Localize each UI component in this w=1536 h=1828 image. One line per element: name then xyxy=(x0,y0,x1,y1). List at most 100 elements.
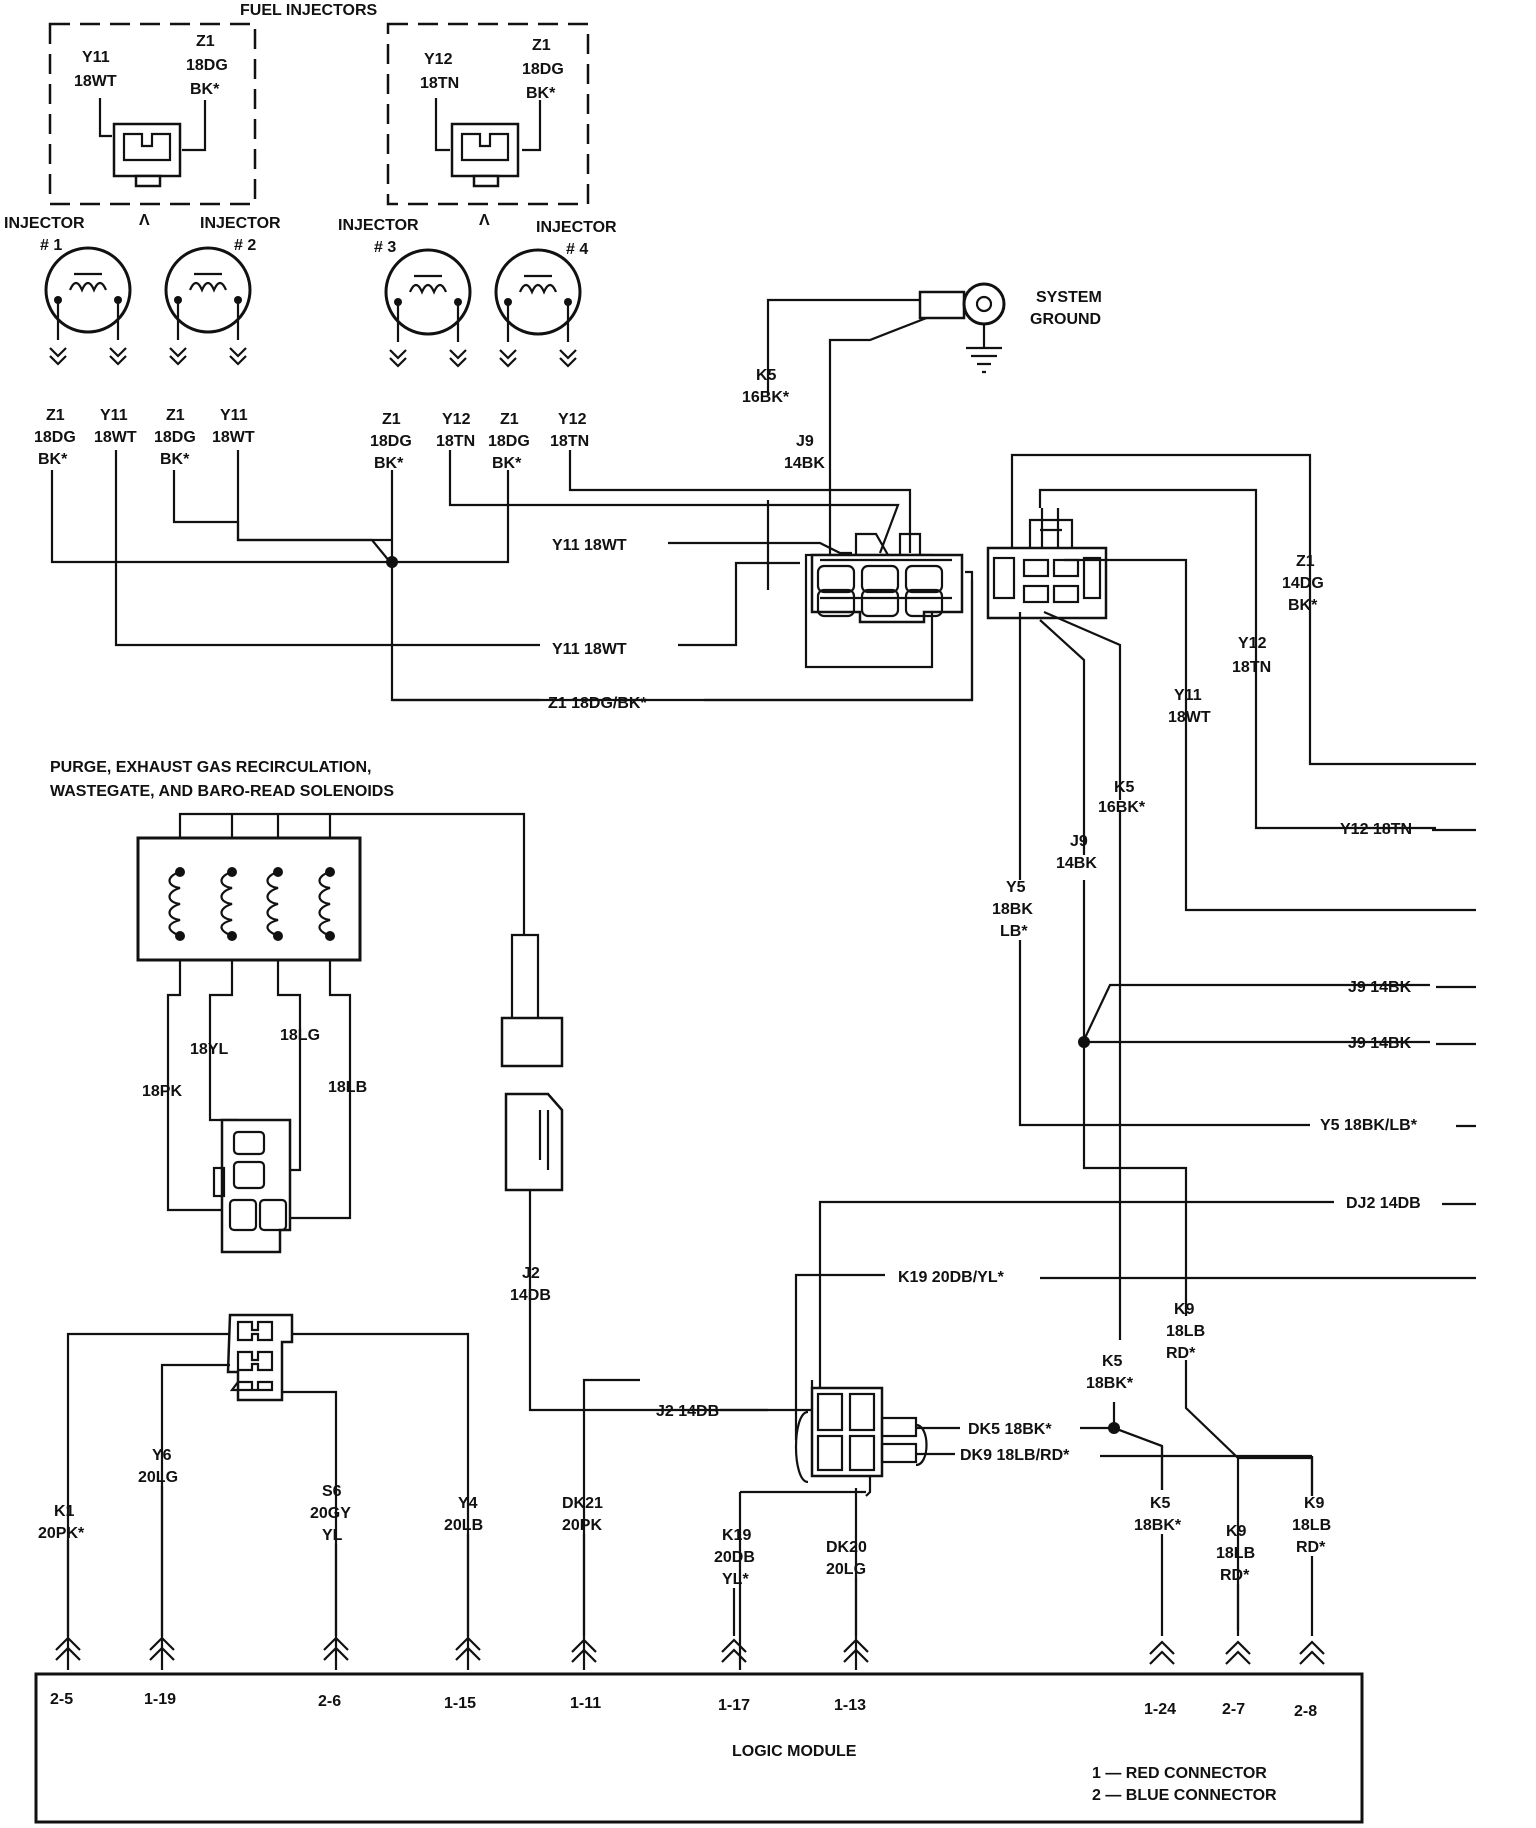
wire-y4-code: Y4 xyxy=(458,1495,478,1512)
solenoid-pack-body xyxy=(136,836,362,962)
inj3-y12-code: Y12 xyxy=(442,411,471,428)
inj1-z1-code: Z1 xyxy=(46,407,65,424)
k9-upper-spec: 18LB xyxy=(1166,1323,1205,1340)
right-y11-spec: 18WT xyxy=(1168,709,1211,726)
inj4-z1-color: BK* xyxy=(492,455,522,472)
wire-k5-spec: 18BK* xyxy=(1134,1517,1182,1534)
fuel-injectors-title: FUEL INJECTORS xyxy=(240,2,378,19)
right-harness-wires xyxy=(794,453,1476,1630)
wire-k19-color: YL* xyxy=(722,1571,749,1588)
inj2-y11-code: Y11 xyxy=(220,407,248,424)
j2-code: J2 xyxy=(522,1265,540,1282)
wire-y4-spec: 20LB xyxy=(444,1517,483,1534)
solenoid-wire-lg: 18LG xyxy=(280,1027,320,1044)
wire-y6-spec: 20LG xyxy=(138,1469,178,1486)
lower-left-connector xyxy=(66,1313,470,1670)
wire-s6-color: YL xyxy=(322,1527,343,1544)
left-connector-arrow: Λ xyxy=(139,212,150,229)
solenoid-connector-icon xyxy=(212,1118,292,1254)
wire-k9a-color: RD* xyxy=(1220,1567,1250,1584)
right-k5-code: K5 xyxy=(1114,779,1135,796)
injector-4-label: INJECTOR xyxy=(536,219,617,236)
solenoids-section: PURGE, EXHAUST GAS RECIRCULATION, WASTEG… xyxy=(50,759,760,1412)
injector-4-icon xyxy=(494,248,582,342)
inj1-y11-spec: 18WT xyxy=(94,429,137,446)
pin-1-19: 1-19 xyxy=(144,1691,176,1708)
injector-3-label: INJECTOR xyxy=(338,217,419,234)
right-conn-wire-b-code: Z1 xyxy=(532,37,551,54)
solenoid-wire-lb: 18LB xyxy=(328,1079,367,1096)
injector-terminal-chevrons xyxy=(49,347,577,368)
right-y12-spec: 18TN xyxy=(1232,659,1271,676)
left-conn-wire-b-spec: 18DG xyxy=(186,57,228,74)
right-z1-spec: 14DG xyxy=(1282,575,1324,592)
k5-ground-code: K5 xyxy=(756,367,777,384)
pin-2-6: 2-6 xyxy=(318,1693,341,1710)
wire-s6-code: S6 xyxy=(322,1483,342,1500)
pin-1-11: 1-11 xyxy=(570,1695,601,1712)
wire-k1-spec: 20PK* xyxy=(38,1525,85,1542)
right-z1-color: BK* xyxy=(1288,597,1318,614)
right-conn-wire-a-spec: 18TN xyxy=(420,75,459,92)
wire-k19-code: K19 xyxy=(722,1527,751,1544)
wire-dk21-spec: 20PK xyxy=(562,1517,602,1534)
injector-1-label: INJECTOR xyxy=(4,215,85,232)
j2-spec: 14DB xyxy=(510,1287,551,1304)
fuel-injectors-section: FUEL INJECTORS Y11 18WT Z1 18DG BK* Y12 … xyxy=(48,2,590,229)
k9-upper-color: RD* xyxy=(1166,1345,1196,1362)
inj3-z1-color: BK* xyxy=(374,455,404,472)
inj3-y12-spec: 18TN xyxy=(436,433,475,450)
injector-2-icon xyxy=(164,246,252,340)
wire-k9b-color: RD* xyxy=(1296,1539,1326,1556)
right-j9-code: J9 xyxy=(1070,833,1088,850)
k5-mid-code: K5 xyxy=(1102,1353,1123,1370)
inj4-y12-spec: 18TN xyxy=(550,433,589,450)
system-ground-icon xyxy=(918,282,1006,374)
pin-2-5: 2-5 xyxy=(50,1691,73,1708)
j9-ground-code: J9 xyxy=(796,433,814,450)
left-conn-wire-b-code: Z1 xyxy=(196,33,215,50)
wire-k19-spec: 20DB xyxy=(714,1549,755,1566)
j2-link-label: J2 14DB xyxy=(656,1403,719,1420)
module-wire-drops xyxy=(66,1446,1314,1636)
left-conn-wire-a-code: Y11 xyxy=(82,49,110,66)
injectors: INJECTOR # 1 INJECTOR # 2 INJECTOR # 3 I… xyxy=(4,215,617,472)
injector-connector-box-right xyxy=(386,22,590,206)
j2-connector-icon xyxy=(500,933,760,1412)
wire-dk20-code: DK20 xyxy=(826,1539,867,1556)
right-y12-code: Y12 xyxy=(1238,635,1267,652)
logic-module: 2-5 1-19 2-6 1-15 1-11 1-17 1-13 1-24 2-… xyxy=(34,1672,1364,1824)
dk5-label: DK5 18BK* xyxy=(968,1421,1052,1438)
solenoids-title-line2: WASTEGATE, AND BARO-READ SOLENOIDS xyxy=(50,783,394,800)
j9-ground-spec: 14BK xyxy=(784,455,825,472)
right-y5-color: LB* xyxy=(1000,923,1028,940)
legend-blue-connector: 2 — BLUE CONNECTOR xyxy=(1092,1787,1277,1804)
system-ground-line1: SYSTEM xyxy=(1036,289,1102,306)
solenoids-title-line1: PURGE, EXHAUST GAS RECIRCULATION, xyxy=(50,759,372,776)
wire-k5-code: K5 xyxy=(1150,1495,1171,1512)
injector-2-label: INJECTOR xyxy=(200,215,281,232)
injector-4-number: # 4 xyxy=(566,241,588,258)
edge-label-y5: Y5 18BK/LB* xyxy=(1320,1117,1418,1134)
right-k5-spec: 16BK* xyxy=(1098,799,1146,816)
inj2-z1-spec: 18DG xyxy=(154,429,196,446)
wire-k9a-spec: 18LB xyxy=(1216,1545,1255,1562)
pin-1-13: 1-13 xyxy=(834,1697,866,1714)
inj3-z1-code: Z1 xyxy=(382,411,401,428)
injector-connector-box-left xyxy=(48,22,257,206)
pin-2-7: 2-7 xyxy=(1222,1701,1245,1718)
right-z1-code: Z1 xyxy=(1296,553,1315,570)
wire-k1-code: K1 xyxy=(54,1503,75,1520)
wire-k9a-code: K9 xyxy=(1226,1523,1247,1540)
inj4-y12-code: Y12 xyxy=(558,411,587,428)
pin-1-24: 1-24 xyxy=(1144,1701,1176,1718)
edge-label-dj2: DJ2 14DB xyxy=(1346,1195,1421,1212)
solenoid-wire-yl: 18YL xyxy=(190,1041,228,1058)
z1-bottom-label: Z1 18DG/BK* xyxy=(548,695,647,712)
logic-module-label: LOGIC MODULE xyxy=(732,1743,857,1760)
injector-1-number: # 1 xyxy=(40,237,62,254)
inj2-z1-code: Z1 xyxy=(166,407,185,424)
right-conn-wire-a-code: Y12 xyxy=(424,51,453,68)
inj4-z1-code: Z1 xyxy=(500,411,519,428)
